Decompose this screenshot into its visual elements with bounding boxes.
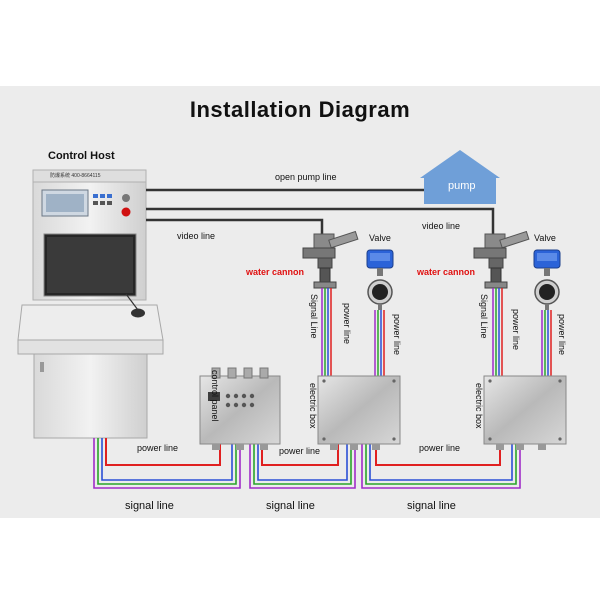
electric-box-2-label: electric box <box>474 383 484 429</box>
host-screen-text: 防爆系统 400-8664115 <box>50 173 101 179</box>
power-line-vertical-4: power line <box>557 314 567 356</box>
valve-left-label: Valve <box>369 233 391 243</box>
video-line-right-cable <box>146 207 495 236</box>
video-line-right-label: video line <box>422 221 461 231</box>
control-panel-window <box>208 392 220 401</box>
bottom-cable-loops <box>93 438 521 489</box>
power-line-vertical-2: power line <box>392 314 402 356</box>
electric-box-2 <box>483 375 567 450</box>
host-lower-cabinet <box>33 353 148 439</box>
water-cannon-right <box>473 230 530 289</box>
control-host <box>17 169 164 439</box>
control-panel-box <box>199 367 281 450</box>
electric-box-1 <box>317 375 401 450</box>
power-line-vertical-3: power line <box>511 309 521 351</box>
host-buttons <box>93 194 112 205</box>
valve-left <box>366 249 394 310</box>
pump-house <box>420 150 500 204</box>
power-line-horizontal-2: power line <box>279 446 321 456</box>
water-cannon-left-label: water cannon <box>246 267 305 277</box>
signal-line-bottom-1: signal line <box>125 500 174 512</box>
electric-box-1-label: electric box <box>308 383 318 429</box>
host-top-strip <box>32 169 147 183</box>
signal-line-vertical-left: Signal Line <box>309 294 319 339</box>
diagram-title: Installation Diagram <box>189 97 411 122</box>
signal-line-vertical-right: Signal Line <box>479 294 489 339</box>
signal-line-bottom-2: signal line <box>266 500 315 512</box>
power-line-horizontal-1: power line <box>137 443 179 453</box>
pump-icon <box>420 150 500 204</box>
host-joystick <box>131 308 145 318</box>
video-line-left-cable <box>146 218 324 236</box>
signal-line-bottom-3: signal line <box>407 500 456 512</box>
control-host-label: Control Host <box>48 150 115 162</box>
host-desk-edge <box>17 339 164 355</box>
power-line-vertical-1: power line <box>342 303 352 345</box>
host-knob <box>122 194 130 202</box>
pump-label: pump <box>448 180 476 192</box>
control-panel-label: control panel <box>210 370 220 422</box>
open-pump-line-label: open pump line <box>275 172 337 182</box>
water-cannon-left <box>302 230 359 289</box>
vertical-cable-bundles <box>321 288 552 376</box>
host-emergency-stop <box>121 207 131 217</box>
video-line-left-label: video line <box>177 231 216 241</box>
valve-right <box>533 249 561 310</box>
power-line-horizontal-3: power line <box>419 443 461 453</box>
host-screen-glass <box>46 194 84 212</box>
host-monitor-glass <box>47 237 133 293</box>
top-cables <box>146 188 495 236</box>
water-cannon-right-label: water cannon <box>417 267 476 277</box>
valve-right-label: Valve <box>534 233 556 243</box>
